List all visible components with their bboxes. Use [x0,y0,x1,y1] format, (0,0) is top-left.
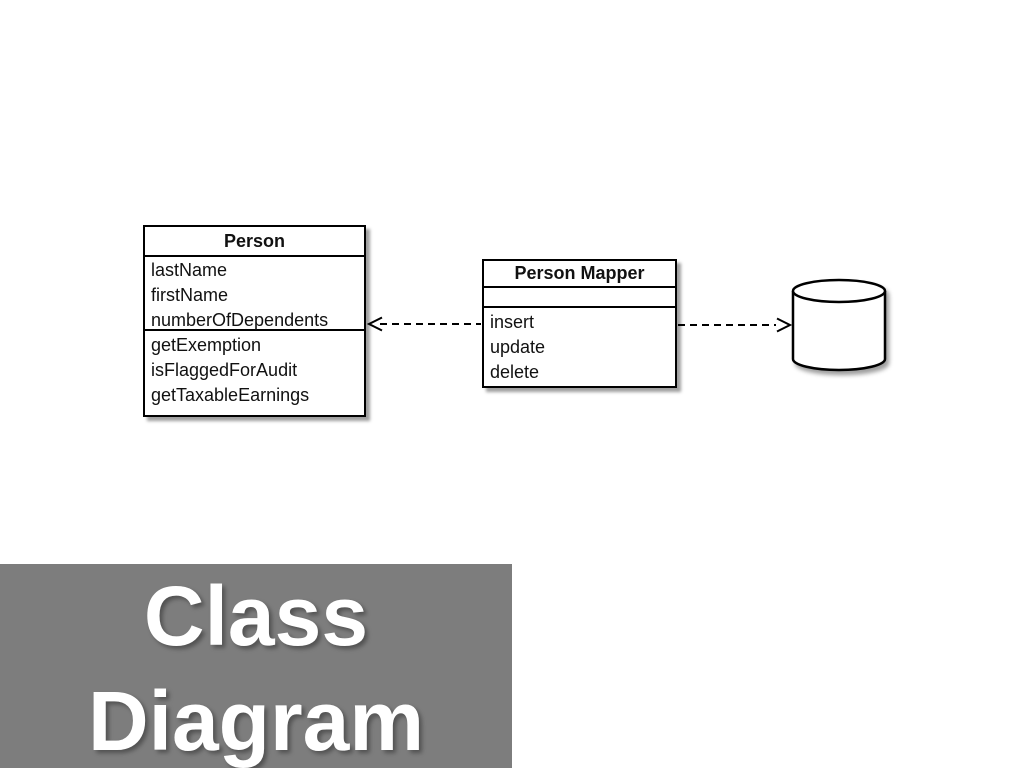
method-row: isFlaggedForAudit [151,360,298,380]
dependency-arrow-mapper-to-person [366,316,481,332]
slide-title-banner: Class Diagram [0,564,512,768]
database-cylinder-icon [791,278,887,372]
person-class-title: Person [145,227,364,257]
slide-title-line-2: Diagram [87,674,425,768]
person-mapper-class-attributes-empty [484,288,675,308]
method-row: insert [490,312,535,332]
arrowhead-right-icon [776,317,793,333]
person-class-attributes: lastName firstName numberOfDependents [145,257,364,331]
attribute-row: lastName [151,260,228,280]
method-row: update [490,337,546,357]
method-row: getTaxableEarnings [151,385,310,405]
person-mapper-class-methods: insert update delete [484,308,675,385]
person-class-methods: getExemption isFlaggedForAudit getTaxabl… [145,331,364,408]
slide-title-line-1: Class [143,569,369,663]
dependency-arrow-mapper-to-database [678,317,793,333]
person-mapper-class-title: Person Mapper [484,261,675,288]
method-row: delete [490,362,540,382]
arrowhead-left-icon [366,316,383,332]
person-mapper-class-box: Person Mapper insert update delete [482,259,677,388]
person-class-box: Person lastName firstName numberOfDepend… [143,225,366,417]
attribute-row: numberOfDependents [151,310,329,330]
method-row: getExemption [151,335,262,355]
attribute-row: firstName [151,285,229,305]
